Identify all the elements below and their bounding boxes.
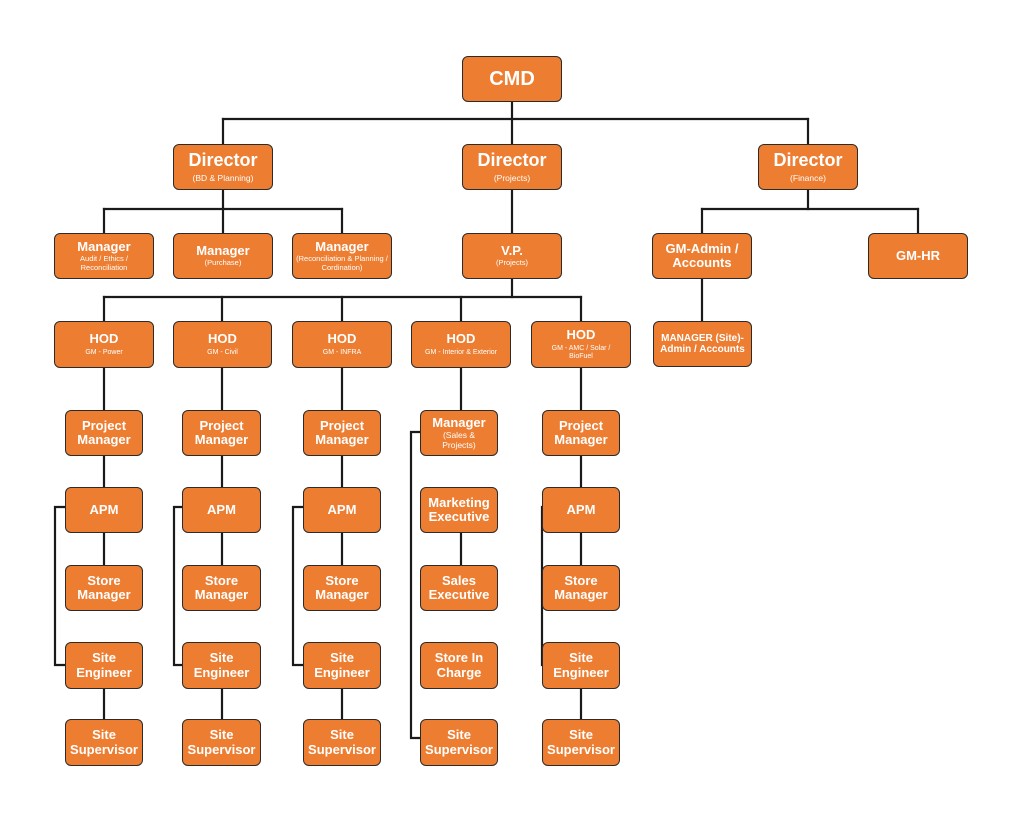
site-supervisor-civil-box: Site Supervisor	[182, 719, 261, 766]
director-finance-subtitle: (Finance)	[790, 172, 826, 183]
manager-site-admin-title: MANAGER (Site)- Admin / Accounts	[660, 333, 745, 355]
hod-amc-title: HOD	[566, 326, 596, 342]
cmd-title: CMD	[489, 68, 535, 90]
site-engineer-label: Site Engineer	[193, 650, 250, 680]
hod-civil-subtitle: GM - Civil	[207, 349, 238, 357]
apm-label: APM	[207, 501, 236, 517]
marketing-executive-box: Marketing Executive	[420, 487, 498, 533]
hod-amc-box: HOD GM - AMC / Solar / BioFuel	[531, 321, 631, 368]
store-manager-label: Store Manager	[77, 572, 131, 602]
project-manager-label: Project Manager	[77, 417, 131, 447]
project-manager-power-box: Project Manager	[65, 410, 143, 456]
manager-purchase-title: Manager	[196, 243, 250, 259]
hod-interior-exterior-box: HOD GM - Interior & Exterior	[411, 321, 511, 368]
site-supervisor-label: Site Supervisor	[70, 727, 138, 757]
store-manager-label: Store Manager	[194, 572, 249, 602]
gm-admin-accounts-box: GM-Admin / Accounts	[652, 233, 752, 279]
project-manager-label: Project Manager	[315, 417, 369, 447]
manager-site-admin-box: MANAGER (Site)- Admin / Accounts	[653, 321, 752, 367]
manager-audit-title: Manager	[77, 238, 131, 254]
store-manager-label: Store Manager	[554, 572, 608, 602]
director-projects-title: Director	[477, 149, 547, 170]
director-finance-title: Director	[773, 149, 843, 170]
site-supervisor-infra-box: Site Supervisor	[303, 719, 381, 766]
manager-purchase-box: Manager (Purchase)	[173, 233, 273, 279]
site-supervisor-label: Site Supervisor	[425, 727, 493, 757]
director-bd-subtitle: (BD & Planning)	[192, 172, 254, 183]
vp-title: V.P.	[501, 243, 523, 259]
project-manager-label: Project Manager	[194, 417, 249, 447]
manager-audit-box: Manager Audit / Ethics / Reconciliation	[54, 233, 154, 279]
apm-civil-box: APM	[182, 487, 261, 533]
hod-infra-subtitle: GM - INFRA	[322, 349, 362, 357]
store-manager-amc-box: Store Manager	[542, 565, 620, 611]
cmd-box: CMD	[462, 56, 562, 102]
vp-projects-box: V.P. (Projects)	[462, 233, 562, 279]
manager-sales-subtitle: (Sales & Projects)	[442, 429, 476, 450]
hod-power-subtitle: GM - Power	[85, 349, 123, 357]
apm-amc-box: APM	[542, 487, 620, 533]
project-manager-civil-box: Project Manager	[182, 410, 261, 456]
manager-reconciliation-title: Manager	[315, 238, 369, 254]
hod-interior-title: HOD	[446, 330, 476, 346]
director-bd-title: Director	[188, 149, 258, 170]
project-manager-label: Project Manager	[554, 417, 608, 447]
site-engineer-label: Site Engineer	[76, 650, 132, 680]
director-projects-subtitle: (Projects)	[493, 172, 531, 183]
store-manager-infra-box: Store Manager	[303, 565, 381, 611]
site-supervisor-interior-box: Site Supervisor	[420, 719, 498, 766]
site-engineer-label: Site Engineer	[553, 650, 609, 680]
site-supervisor-power-box: Site Supervisor	[65, 719, 143, 766]
hod-infra-box: HOD GM - INFRA	[292, 321, 392, 368]
manager-sales-projects-box: Manager (Sales & Projects)	[420, 410, 498, 456]
sales-executive-box: Sales Executive	[420, 565, 498, 611]
manager-reconciliation-box: Manager (Reconciliation & Planning / Cor…	[292, 233, 392, 279]
site-engineer-label: Site Engineer	[314, 650, 370, 680]
vp-subtitle: (Projects)	[495, 258, 529, 268]
project-manager-amc-box: Project Manager	[542, 410, 620, 456]
apm-power-box: APM	[65, 487, 143, 533]
hod-civil-title: HOD	[208, 330, 237, 346]
apm-label: APM	[566, 501, 596, 517]
hod-amc-subtitle: GM - AMC / Solar / BioFuel	[551, 345, 611, 361]
director-projects-box: Director (Projects)	[462, 144, 562, 190]
site-supervisor-label: Site Supervisor	[308, 727, 376, 757]
apm-label: APM	[89, 501, 119, 517]
site-engineer-civil-box: Site Engineer	[182, 642, 261, 689]
gm-hr-title: GM-HR	[895, 247, 941, 263]
marketing-executive-label: Marketing Executive	[428, 494, 490, 524]
director-finance-box: Director (Finance)	[758, 144, 858, 190]
store-manager-power-box: Store Manager	[65, 565, 143, 611]
site-engineer-power-box: Site Engineer	[65, 642, 143, 689]
store-manager-label: Store Manager	[315, 572, 369, 602]
manager-purchase-subtitle: (Purchase)	[204, 258, 242, 268]
apm-label: APM	[327, 501, 357, 517]
hod-interior-subtitle: GM - Interior & Exterior	[425, 349, 497, 357]
hod-civil-box: HOD GM - Civil	[173, 321, 272, 368]
director-bd-planning-box: Director (BD & Planning)	[173, 144, 273, 190]
store-in-charge-label: Store In Charge	[434, 650, 484, 680]
apm-infra-box: APM	[303, 487, 381, 533]
store-in-charge-box: Store In Charge	[420, 642, 498, 689]
site-supervisor-label: Site Supervisor	[187, 727, 256, 757]
manager-sales-title: Manager	[432, 414, 486, 430]
site-engineer-infra-box: Site Engineer	[303, 642, 381, 689]
store-manager-civil-box: Store Manager	[182, 565, 261, 611]
manager-audit-subtitle: Audit / Ethics / Reconciliation	[80, 254, 128, 272]
hod-infra-title: HOD	[327, 330, 357, 346]
site-engineer-amc-box: Site Engineer	[542, 642, 620, 689]
hod-power-title: HOD	[89, 330, 119, 346]
hod-power-box: HOD GM - Power	[54, 321, 154, 368]
sales-executive-label: Sales Executive	[428, 572, 490, 602]
project-manager-infra-box: Project Manager	[303, 410, 381, 456]
site-supervisor-amc-box: Site Supervisor	[542, 719, 620, 766]
manager-reconciliation-subtitle: (Reconciliation & Planning / Cordination…	[296, 254, 388, 272]
site-supervisor-label: Site Supervisor	[547, 727, 615, 757]
gm-hr-box: GM-HR	[868, 233, 968, 279]
gm-admin-title: GM-Admin / Accounts	[665, 240, 739, 270]
